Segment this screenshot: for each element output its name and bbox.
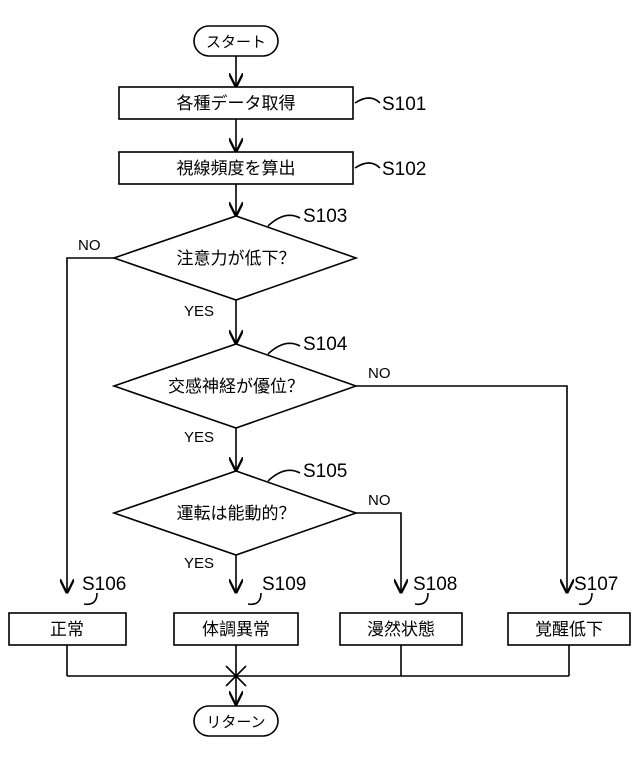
decision-s104: 交感神経が優位？ <box>111 343 359 429</box>
connector-s103-no <box>67 257 114 592</box>
s103-label: 注意力が低下？ <box>177 249 296 269</box>
s101-leader <box>354 97 381 104</box>
s107-leader <box>578 592 593 606</box>
s106-leader <box>83 592 98 606</box>
step-s101: 各種データ取得 <box>118 86 354 120</box>
s102-label: 視線頻度を算出 <box>177 159 296 179</box>
s108-id: S108 <box>413 574 457 595</box>
result-s109: 体調異常 <box>173 612 299 646</box>
decision-s105: 運転は能動的？ <box>111 470 359 556</box>
s106-label: 正常 <box>50 620 84 640</box>
s105-label: 運転は能動的？ <box>177 504 296 524</box>
s109-label: 体調異常 <box>202 620 270 640</box>
s103-yes-label: YES <box>184 303 214 320</box>
s106-id: S106 <box>82 574 126 595</box>
s105-yes-label: YES <box>184 555 214 572</box>
s103-id: S103 <box>303 206 347 227</box>
s105-leader <box>267 469 301 482</box>
s103-no-label: NO <box>78 237 101 254</box>
s107-label: 覚醒低下 <box>535 620 603 640</box>
s102-leader <box>354 162 381 169</box>
connector-s104-no <box>356 385 567 592</box>
step-s102: 視線頻度を算出 <box>118 151 354 185</box>
s109-leader <box>247 592 262 606</box>
return-terminal: リターン <box>193 705 279 737</box>
s108-leader <box>414 592 429 606</box>
s104-yes-label: YES <box>184 429 214 446</box>
s101-label: 各種データ取得 <box>177 93 296 114</box>
s104-label: 交感神経が優位？ <box>168 377 304 397</box>
s103-leader <box>267 214 301 227</box>
s109-id: S109 <box>262 574 306 595</box>
decision-s103: 注意力が低下？ <box>111 215 359 301</box>
start-terminal: スタート <box>193 25 279 57</box>
result-s108: 漫然状態 <box>339 612 463 646</box>
connector-s105-no <box>356 512 401 592</box>
s101-id: S101 <box>382 94 426 115</box>
s104-leader <box>267 342 301 355</box>
s104-id: S104 <box>303 334 348 355</box>
s105-id: S105 <box>303 461 347 482</box>
result-s107: 覚醒低下 <box>507 612 631 646</box>
s108-label: 漫然状態 <box>367 620 435 640</box>
s102-id: S102 <box>382 159 426 180</box>
start-label: スタート <box>206 33 266 51</box>
result-s106: 正常 <box>8 612 127 646</box>
return-label: リターン <box>206 713 265 731</box>
s104-no-label: NO <box>368 365 391 382</box>
merge-arrow-right <box>234 665 247 687</box>
s107-id: S107 <box>574 574 618 595</box>
s105-no-label: NO <box>368 492 391 509</box>
